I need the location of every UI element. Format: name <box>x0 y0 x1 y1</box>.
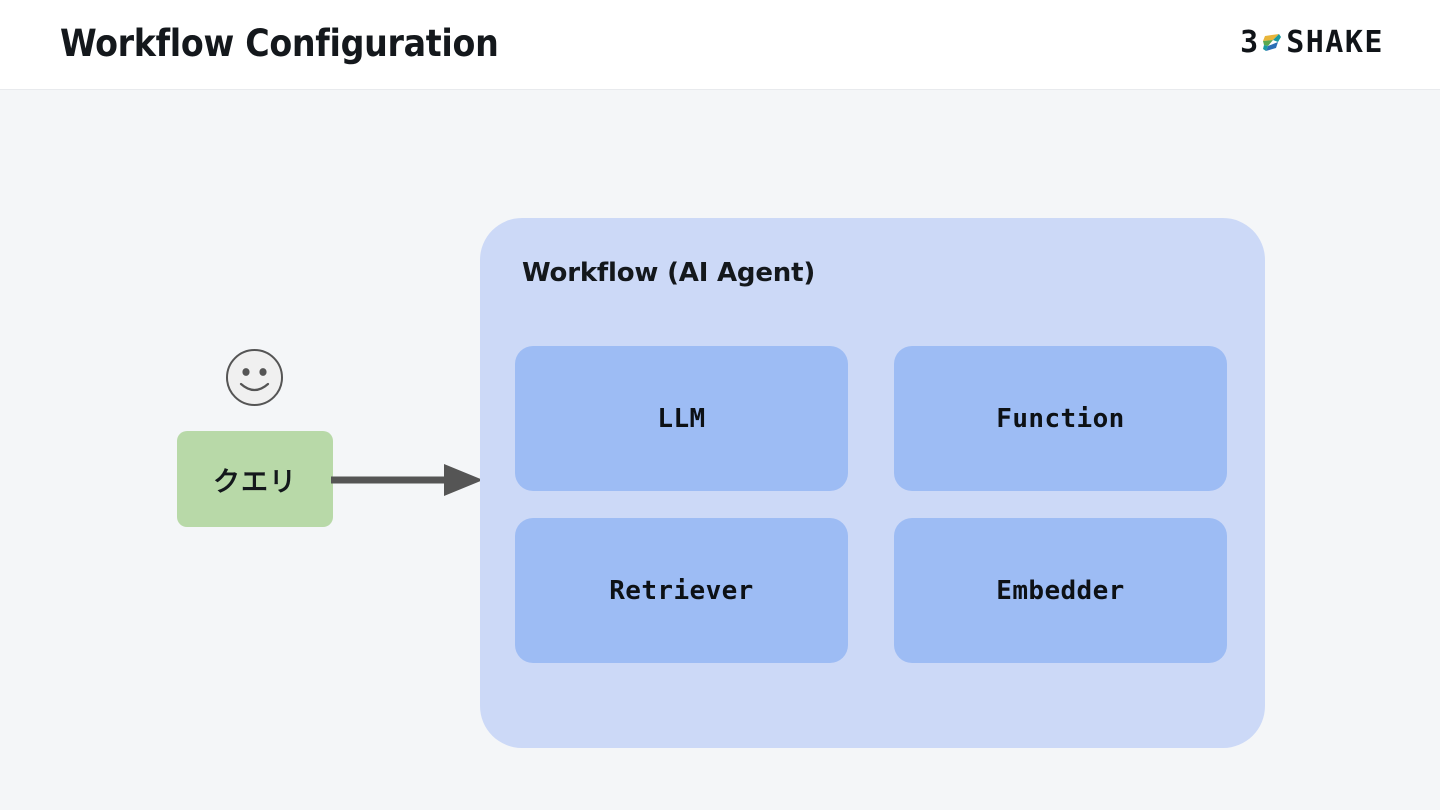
page-title: Workflow Configuration <box>60 22 499 65</box>
component-label: Embedder <box>996 575 1125 606</box>
component-box-embedder[interactable]: Embedder <box>894 518 1227 663</box>
component-box-retriever[interactable]: Retriever <box>515 518 848 663</box>
logo-wordmark: SHAKE <box>1286 25 1384 60</box>
workflow-components-grid: LLM Function Retriever Embedder <box>515 346 1227 711</box>
workflow-container: Workflow (AI Agent) LLM Function Retriev… <box>480 218 1265 748</box>
slide-header: Workflow Configuration 3 SHAKE <box>0 0 1440 90</box>
logo-numeral: 3 <box>1240 25 1259 60</box>
component-box-function[interactable]: Function <box>894 346 1227 491</box>
smiley-face-icon <box>225 348 284 407</box>
component-label: Function <box>996 403 1125 434</box>
component-box-llm[interactable]: LLM <box>515 346 848 491</box>
arrow-right-icon <box>331 458 487 502</box>
workflow-container-label: Workflow (AI Agent) <box>522 258 816 288</box>
query-node[interactable]: クエリ <box>177 431 333 527</box>
diagram-canvas: クエリ Workflow (AI Agent) LLM Function Ret… <box>0 90 1440 810</box>
shake-logo-mark-icon <box>1262 30 1282 56</box>
brand-logo: 3 SHAKE <box>1240 24 1384 62</box>
component-label: LLM <box>657 403 706 434</box>
query-node-label: クエリ <box>213 466 297 498</box>
component-label: Retriever <box>609 575 754 606</box>
